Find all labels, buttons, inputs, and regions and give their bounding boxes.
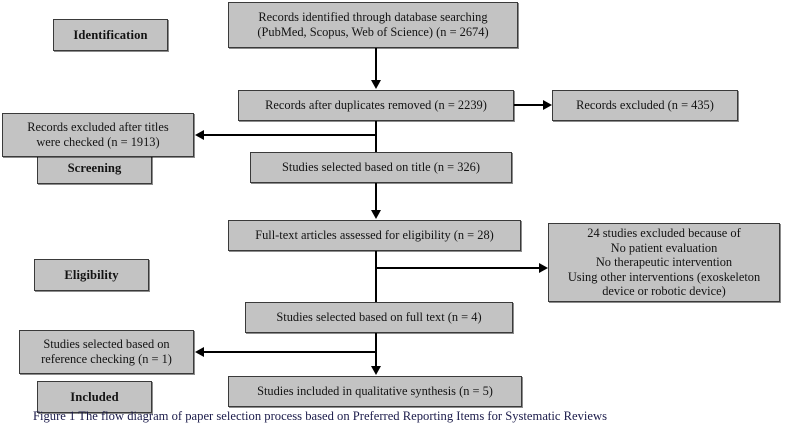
connector-fulltext-to-included-line: [375, 333, 377, 367]
connector-duplicates-to-excluded-arrow: [543, 99, 552, 110]
node-studies-included-text: Studies included in qualitative synthesi…: [257, 384, 493, 399]
connector-fulltext-to-fulltext-selected-line: [375, 251, 377, 302]
node-studies-excluded-reasons-text: 24 studies excluded because of No patien…: [567, 225, 761, 299]
node-records-identified: Records identified through database sear…: [228, 2, 518, 48]
stage-label-screening: Screening: [37, 152, 152, 184]
stage-label-included: Included: [37, 381, 152, 413]
node-studies-by-fulltext: Studies selected based on full text (n =…: [245, 302, 513, 333]
node-records-excluded-text: Records excluded (n = 435): [576, 98, 714, 113]
connector-title-to-fulltext-line: [375, 183, 377, 211]
node-studies-by-title: Studies selected based on title (n = 326…: [250, 152, 512, 183]
node-studies-excluded-reasons: 24 studies excluded because of No patien…: [548, 223, 780, 302]
node-studies-by-fulltext-text: Studies selected based on full text (n =…: [276, 310, 482, 325]
connector-duplicates-to-title-line: [375, 121, 377, 152]
figure-caption: Figure 1 The flow diagram of paper selec…: [33, 409, 608, 423]
connector-title-to-excluded-titles-line: [204, 134, 376, 136]
stage-label-identification-text: Identification: [73, 27, 148, 42]
node-records-excluded-titles-text: Records excluded after titles were check…: [27, 120, 169, 149]
node-records-identified-text: Records identified through database sear…: [257, 10, 489, 39]
node-studies-reference-checking: Studies selected based on reference chec…: [19, 330, 194, 374]
stage-label-eligibility: Eligibility: [34, 259, 149, 291]
stage-label-eligibility-text: Eligibility: [64, 267, 119, 282]
connector-fulltext-to-reference-checking-arrow: [195, 346, 204, 357]
node-fulltext-assessed: Full-text articles assessed for eligibil…: [228, 220, 521, 251]
node-records-after-duplicates: Records after duplicates removed (n = 22…: [238, 90, 514, 121]
node-studies-by-title-text: Studies selected based on title (n = 326…: [282, 160, 480, 175]
node-studies-included: Studies included in qualitative synthesi…: [228, 376, 522, 407]
node-records-after-duplicates-text: Records after duplicates removed (n = 22…: [265, 98, 487, 113]
connector-duplicates-to-excluded-line: [514, 104, 545, 106]
node-studies-reference-checking-text: Studies selected based on reference chec…: [41, 337, 172, 366]
connector-identified-to-duplicates-line: [375, 48, 377, 81]
connector-title-to-excluded-titles-arrow: [195, 129, 204, 140]
stage-label-screening-text: Screening: [67, 160, 122, 175]
node-records-excluded-titles: Records excluded after titles were check…: [2, 113, 194, 157]
connector-fulltext-to-excluded-reasons-arrow: [539, 262, 548, 273]
node-records-excluded: Records excluded (n = 435): [552, 90, 738, 121]
stage-label-identification: Identification: [53, 19, 168, 51]
connector-title-to-fulltext-arrow: [370, 210, 381, 219]
node-fulltext-assessed-text: Full-text articles assessed for eligibil…: [255, 228, 494, 243]
connector-fulltext-to-excluded-reasons-line: [375, 267, 540, 269]
connector-identified-to-duplicates-arrow: [370, 80, 381, 89]
connector-fulltext-to-reference-checking-line: [204, 351, 376, 353]
stage-label-included-text: Included: [70, 389, 119, 404]
connector-fulltext-to-included-arrow: [370, 366, 381, 375]
